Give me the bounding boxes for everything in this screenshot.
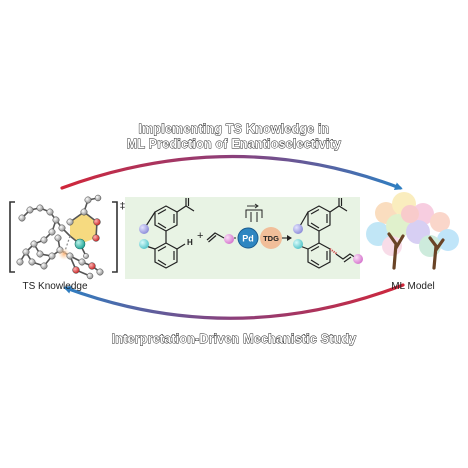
catalyst-assembly: Pd TDG	[234, 203, 292, 249]
ts-knowledge-label: TS Knowledge	[22, 281, 87, 292]
pd-circle	[237, 227, 259, 249]
ml-model-label: ML Model	[391, 281, 435, 292]
tdg-label: TDG	[263, 234, 279, 243]
bottom-heading: Interpretation-Driven Mechanistic Study	[112, 332, 357, 346]
top-heading-line2: ML Prediction of Enantioselectivity	[127, 137, 341, 151]
alkene-reagent	[206, 232, 225, 243]
ts-structure: ‡	[9, 194, 125, 280]
top-heading-line1: Implementing TS Knowledge in	[138, 122, 329, 136]
top-arc-arrow	[60, 154, 403, 190]
hydrogen-label: H	[187, 238, 193, 247]
substrate-sphere-cyan	[139, 239, 149, 249]
ring-highlight	[70, 212, 97, 244]
product-hashed-bond	[329, 248, 338, 255]
alkene-sphere-pink	[224, 234, 234, 244]
ml-model-trees	[366, 192, 459, 270]
product-sphere-pink	[353, 254, 363, 264]
ts-dashed-bond	[63, 235, 71, 255]
ts-atoms	[16, 194, 104, 280]
product-sphere-cyan	[293, 239, 303, 249]
product-sphere-purple	[293, 224, 303, 234]
double-dagger: ‡	[120, 201, 125, 212]
left-bracket	[9, 201, 15, 273]
product-molecule	[299, 198, 357, 269]
substrate-sphere-purple	[139, 224, 149, 234]
bottom-arc-arrow	[63, 283, 405, 320]
right-bracket	[112, 201, 118, 273]
tree-trunk-right	[428, 236, 445, 270]
plus-sign: +	[197, 230, 203, 242]
pd-label: Pd	[242, 234, 254, 244]
tree-trunk-left	[387, 232, 405, 270]
tdg-circle	[260, 227, 282, 249]
